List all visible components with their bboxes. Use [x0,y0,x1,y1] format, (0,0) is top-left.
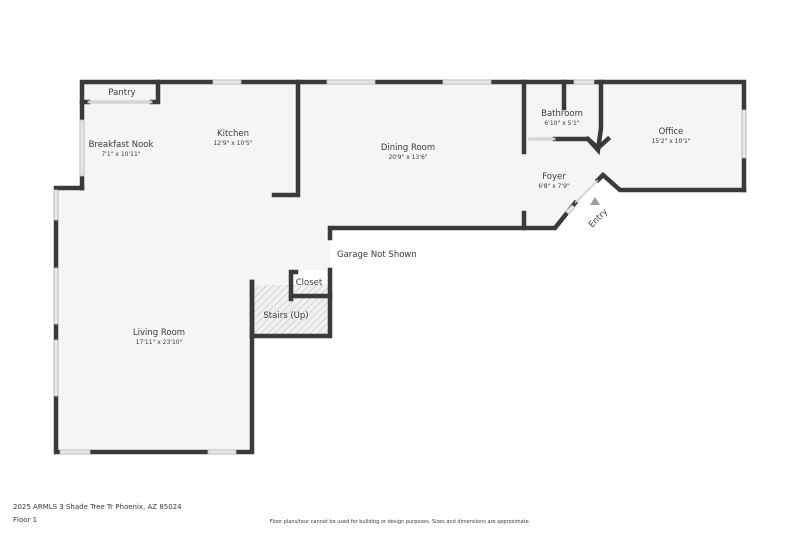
room-stairs-name: Stairs (Up) [263,311,308,321]
room-living-name: Living Room [133,328,185,338]
interior-walls [79,79,612,339]
floor-fill [56,82,744,452]
footer-floor-label: Floor 1 [13,516,38,524]
room-breakfast-nook-name: Breakfast Nook [89,140,154,150]
room-living-dims: 17'11" x 23'10" [136,339,183,346]
room-dining-dims: 20'9" x 13'6" [388,154,427,161]
room-kitchen-dims: 12'9" x 10'5" [213,140,252,147]
entry-label: Entry [587,207,610,230]
room-breakfast-nook-dims: 7'1" x 10'11" [101,151,140,158]
room-foyer-dims: 6'8" x 7'9" [538,183,570,190]
entry-arrow-icon [590,197,600,205]
footer-disclaimer: Floor plans/tour cannot be used for buil… [269,519,531,525]
room-foyer-name: Foyer [542,172,566,182]
windows [53,79,747,455]
room-kitchen-name: Kitchen [217,129,249,139]
room-office-dims: 15'2" x 10'1" [651,138,690,145]
room-dining-name: Dining Room [381,143,435,153]
room-closet-name: Closet [296,278,323,288]
room-pantry-name: Pantry [108,88,135,98]
garage-note: Garage Not Shown [337,250,417,260]
room-office-name: Office [659,127,684,137]
room-bathroom-dims: 6'10" x 5'1" [544,120,580,127]
footer-address: 2025 ARMLS 3 Shade Tree Tr Phoenix, AZ 8… [13,503,182,511]
room-bathroom-name: Bathroom [541,109,583,119]
